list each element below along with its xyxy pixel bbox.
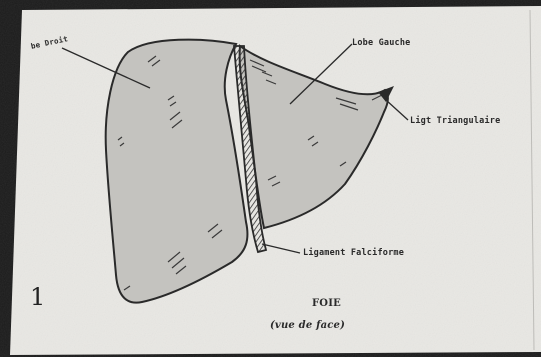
- label-triangular-ligament: Ligt Triangulaire: [410, 116, 500, 126]
- margin-mark: 1: [30, 283, 45, 311]
- caption-title: FOIE: [312, 298, 341, 309]
- caption-subtitle: (vue de face): [270, 320, 345, 331]
- label-falciform-ligament: Ligament Falciforme: [303, 248, 404, 258]
- label-left-lobe: Lobe Gauche: [352, 38, 411, 48]
